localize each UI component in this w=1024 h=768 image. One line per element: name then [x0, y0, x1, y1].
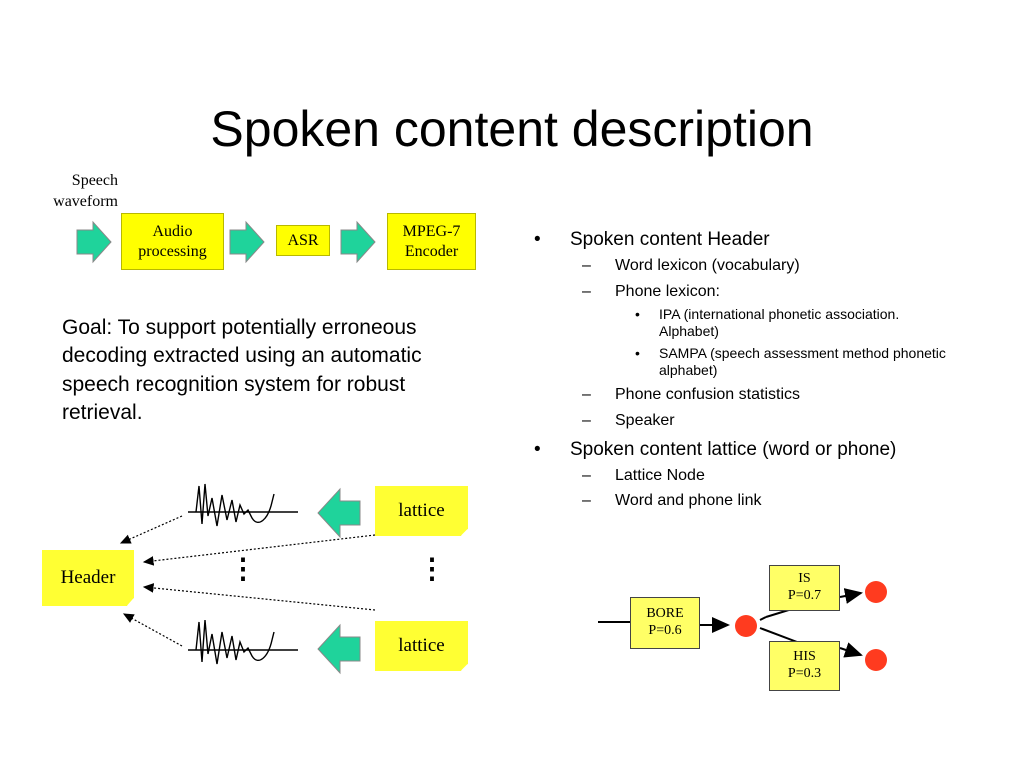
lattice-box-is: IS P=0.7	[769, 565, 840, 611]
sub-bullet: Phone confusion statistics	[570, 385, 954, 406]
asr-box: ASR	[276, 225, 330, 256]
mpeg7-encoder-box: MPEG-7 Encoder	[387, 213, 476, 270]
goal-text: Goal: To support potentially erroneous d…	[62, 316, 422, 425]
bullet-list: Spoken content Header Word lexicon (voca…	[534, 228, 954, 518]
lattice-note-top: lattice	[375, 486, 468, 536]
pipeline-arrow-1	[76, 220, 112, 264]
pipeline-arrow-3	[340, 220, 376, 264]
pipeline-arrow-2	[229, 220, 265, 264]
lattice-node-2	[865, 581, 887, 603]
lattice-box-bore: BORE P=0.6	[630, 597, 700, 649]
lattice-arrow-top	[317, 487, 361, 539]
header-dotted-arrows	[119, 515, 376, 647]
waveform-bottom	[188, 619, 298, 665]
bullet-lattice: Spoken content lattice (word or phone) L…	[534, 438, 954, 513]
speech-waveform-label: Speech waveform	[53, 172, 118, 210]
lattice-arrow-bottom	[317, 623, 361, 675]
lattice-note-bottom: lattice	[375, 621, 468, 671]
sub-sub-bullet: SAMPA (speech assessment method phonetic…	[615, 345, 954, 379]
slide-title: Spoken content description	[210, 101, 814, 157]
waveform-top	[188, 483, 298, 527]
sub-bullet: Word and phone link	[570, 491, 954, 512]
lattice-node-1	[735, 615, 757, 637]
lattice-box-his: HIS P=0.3	[769, 641, 840, 691]
lattice-node-3	[865, 649, 887, 671]
ellipsis-left: ⋮	[229, 554, 257, 585]
bullet-header: Spoken content Header Word lexicon (voca…	[534, 228, 954, 432]
header-note: Header	[42, 550, 134, 606]
lattice-nodes	[735, 581, 887, 671]
sub-sub-bullet: IPA (international phonetic association.…	[615, 306, 954, 340]
sub-bullet: Phone lexicon: IPA (international phonet…	[570, 282, 954, 379]
sub-bullet: Word lexicon (vocabulary)	[570, 256, 954, 277]
sub-bullet: Speaker	[570, 411, 954, 432]
ellipsis-right: ⋮	[418, 554, 446, 585]
audio-processing-box: Audio processing	[121, 213, 224, 270]
sub-bullet: Lattice Node	[570, 466, 954, 487]
